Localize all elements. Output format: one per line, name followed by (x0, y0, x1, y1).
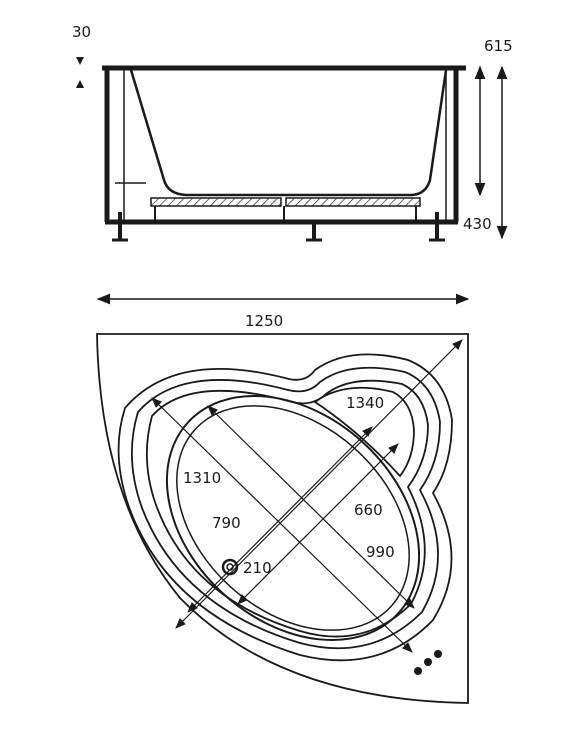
top-view: 1250 210 (96, 293, 470, 704)
diagonal-660-arrow (237, 443, 399, 605)
drain-outer-icon (221, 558, 239, 576)
side-view: 30 615 430 (72, 23, 513, 242)
diagonal-990-label: 990 (366, 543, 395, 561)
drain: 210 (221, 558, 272, 577)
support-frame-right (285, 197, 421, 207)
tub-legs (112, 212, 445, 242)
tub-body-profile (129, 69, 448, 197)
rim-inner-ring (145, 379, 429, 638)
support-frame-left (150, 197, 282, 207)
control-buttons (414, 650, 442, 675)
drain-diameter-label: 210 (243, 559, 272, 577)
drain-inner-icon (226, 563, 234, 571)
label-background (344, 392, 386, 412)
total-height-label: 615 (484, 37, 513, 55)
diagonal-660-label: 660 (354, 501, 383, 519)
leg-height-label: 430 (463, 215, 492, 233)
overall-width-label: 1250 (245, 312, 283, 330)
height-dimensions: 615 430 (463, 37, 513, 240)
rim-thickness-dimension: 30 (72, 23, 91, 88)
rim-thickness-label: 30 (72, 23, 91, 41)
control-button-icon (434, 650, 442, 658)
control-button-icon (424, 658, 432, 666)
control-button-icon (414, 667, 422, 675)
diagonal-990-arrow (207, 405, 415, 609)
diagonal-1310-label: 1310 (183, 469, 221, 487)
diagonal-1310-arrow (151, 397, 413, 653)
diagonal-790-label: 790 (212, 514, 241, 532)
outer-diagonal-label: 1340 (346, 394, 384, 412)
basin-outer (165, 394, 421, 642)
diagonal-dimensions (151, 339, 463, 653)
